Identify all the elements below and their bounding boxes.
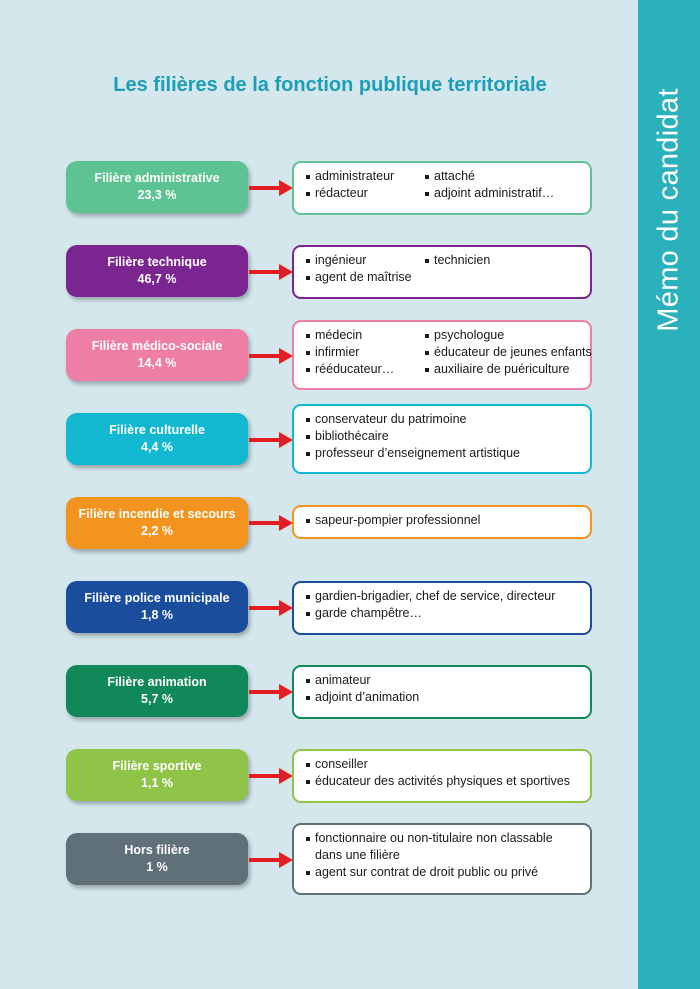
metiers-box-hors-filiere: fonctionnaire ou non-titulaire non class… xyxy=(292,823,592,895)
filiere-name: Filière incendie et secours xyxy=(78,507,236,521)
metier-item: auxiliaire de puériculture xyxy=(425,361,592,378)
filiere-label-culturelle: Filière culturelle 4,4 % xyxy=(66,413,248,465)
page-title: Les filières de la fonction publique ter… xyxy=(113,74,547,96)
filiere-percent: 14,4 % xyxy=(137,356,177,370)
metier-item: agent de maîtrise xyxy=(306,269,425,286)
arrow-right-icon xyxy=(249,768,293,784)
filiere-percent: 1 % xyxy=(146,860,168,874)
filiere-label-medico-sociale: Filière médico-sociale 14,4 % xyxy=(66,329,248,381)
metiers-box-medico-sociale: médecin psychologue infirmier éducateur … xyxy=(292,320,592,390)
metier-item: conservateur du patrimoine xyxy=(306,411,580,428)
filiere-name: Hors filière xyxy=(124,843,190,857)
metier-item: agent sur contrat de droit public ou pri… xyxy=(306,864,580,881)
sidebar-title: Mémo du candidat xyxy=(652,88,685,332)
metier-item: fonctionnaire ou non-titulaire non class… xyxy=(306,830,580,864)
metier-item: sapeur-pompier professionnel xyxy=(306,512,580,529)
metiers-box-culturelle: conservateur du patrimoine bibliothécair… xyxy=(292,404,592,474)
arrow-right-icon xyxy=(249,600,293,616)
arrow-right-icon xyxy=(249,348,293,364)
metier-item: médecin xyxy=(306,327,425,344)
filiere-name: Filière animation xyxy=(107,675,207,689)
filiere-label-administrative: Filière administrative 23,3 % xyxy=(66,161,248,213)
metier-item: garde champêtre… xyxy=(306,605,580,622)
metiers-box-incendie-secours: sapeur-pompier professionnel xyxy=(292,505,592,539)
filiere-name: Filière technique xyxy=(107,255,207,269)
metier-item: bibliothécaire xyxy=(306,428,580,445)
metiers-box-sportive: conseiller éducateur des activités physi… xyxy=(292,749,592,803)
filiere-label-technique: Filière technique 46,7 % xyxy=(66,245,248,297)
filiere-percent: 23,3 % xyxy=(137,188,177,202)
arrow-right-icon xyxy=(249,852,293,868)
filiere-percent: 46,7 % xyxy=(137,272,177,286)
filiere-percent: 2,2 % xyxy=(141,524,173,538)
metiers-box-animation: animateur adjoint d’animation xyxy=(292,665,592,719)
metier-item: adjoint d’animation xyxy=(306,689,580,706)
filiere-name: Filière médico-sociale xyxy=(91,339,223,353)
metier-item: rédacteur xyxy=(306,185,425,202)
filiere-label-animation: Filière animation 5,7 % xyxy=(66,665,248,717)
metiers-box-technique: ingénieur technicien agent de maîtrise xyxy=(292,245,592,299)
filiere-label-incendie-secours: Filière incendie et secours 2,2 % xyxy=(66,497,248,549)
filiere-percent: 1,8 % xyxy=(141,608,173,622)
metier-item: éducateur des activités physiques et spo… xyxy=(306,773,580,790)
metier-item: infirmier xyxy=(306,344,425,361)
arrow-right-icon xyxy=(249,432,293,448)
filiere-percent: 4,4 % xyxy=(141,440,173,454)
metier-item: attaché xyxy=(425,168,580,185)
arrow-right-icon xyxy=(249,515,293,531)
metiers-box-administrative: administrateur attaché rédacteur adjoint… xyxy=(292,161,592,215)
metiers-box-police-municipale: gardien-brigadier, chef de service, dire… xyxy=(292,581,592,635)
metier-item: ingénieur xyxy=(306,252,425,269)
filiere-label-police-municipale: Filière police municipale 1,8 % xyxy=(66,581,248,633)
metier-item: administrateur xyxy=(306,168,425,185)
metier-item: conseiller xyxy=(306,756,580,773)
sidebar-band xyxy=(638,0,700,989)
metier-item: rééducateur… xyxy=(306,361,425,378)
arrow-right-icon xyxy=(249,264,293,280)
filiere-name: Filière culturelle xyxy=(109,423,205,437)
arrow-right-icon xyxy=(249,684,293,700)
filiere-label-sportive: Filière sportive 1,1 % xyxy=(66,749,248,801)
filiere-label-hors-filiere: Hors filière 1 % xyxy=(66,833,248,885)
filiere-name: Filière sportive xyxy=(112,759,202,773)
metier-item: éducateur de jeunes enfants xyxy=(425,344,592,361)
arrow-right-icon xyxy=(249,180,293,196)
metier-item: animateur xyxy=(306,672,580,689)
filiere-name: Filière police municipale xyxy=(84,591,230,605)
metier-item: technicien xyxy=(425,252,580,269)
metier-item: gardien-brigadier, chef de service, dire… xyxy=(306,588,580,605)
metier-item: adjoint administratif… xyxy=(425,185,580,202)
filiere-name: Filière administrative xyxy=(94,171,220,185)
filiere-percent: 5,7 % xyxy=(141,692,173,706)
filiere-percent: 1,1 % xyxy=(141,776,173,790)
metier-item: professeur d’enseignement artistique xyxy=(306,445,580,462)
metier-item: psychologue xyxy=(425,327,592,344)
